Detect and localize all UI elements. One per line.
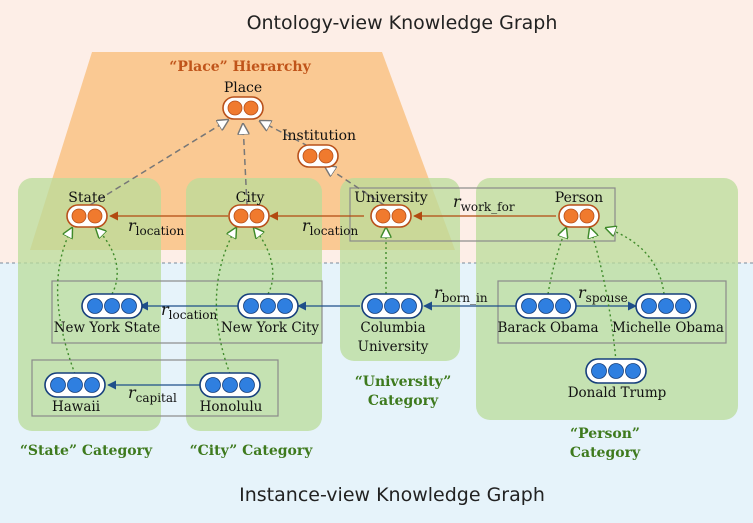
node-honolulu (199, 372, 261, 398)
label-honolulu: Honolulu (200, 399, 263, 415)
relation-label-born-in: rborn_in (434, 283, 488, 305)
label-new-york-state: New York State (54, 320, 161, 336)
edge-institution-place (260, 121, 309, 147)
label-place: Place (224, 80, 262, 96)
node-hawaii (44, 372, 106, 398)
relation-label-location-ontology-left: rlocation (128, 216, 184, 238)
label-michelle-obama: Michelle Obama (612, 320, 724, 336)
node-university (370, 204, 412, 228)
edge-barack-person (547, 228, 566, 295)
edge-city-place (243, 124, 247, 206)
relation-label-spouse: rspouse (578, 283, 628, 305)
node-new-york-city (237, 293, 299, 319)
relation-label-work-for: rwork_for (453, 192, 515, 214)
relation-label-capital: rcapital (128, 383, 177, 405)
node-state (66, 204, 108, 228)
edge-state-place (89, 120, 228, 206)
group-box-ontology-work-for (349, 187, 616, 242)
node-columbia-university (361, 293, 423, 319)
node-michelle-obama (635, 293, 697, 319)
label-state: State (68, 190, 105, 206)
node-institution (297, 144, 339, 168)
instance-view-title: Instance-view Knowledge Graph (239, 484, 545, 506)
relation-label-location-ontology-right: rlocation (302, 216, 358, 238)
person-category-label-line1: “Person” (570, 426, 640, 442)
edge-trump-person (590, 228, 617, 362)
ontology-view-title: Ontology-view Knowledge Graph (247, 12, 558, 34)
label-city: City (236, 190, 265, 206)
instance-relation-edges (107, 301, 637, 390)
node-place (222, 96, 264, 120)
label-new-york-city: New York City (221, 320, 320, 336)
instance-of-edges (56, 228, 665, 375)
group-box-hawaii (31, 359, 279, 417)
label-university: University (354, 190, 427, 206)
node-barack-obama (515, 293, 577, 319)
label-hawaii: Hawaii (52, 399, 101, 415)
label-columbia-line1: Columbia (360, 320, 425, 336)
university-category-label-line2: Category (368, 393, 439, 409)
edge-university-institution (325, 166, 385, 206)
label-columbia-line2: University (358, 339, 429, 355)
subclass-edges (89, 120, 385, 206)
label-institution: Institution (282, 128, 356, 144)
city-category-label: “City” Category (190, 443, 314, 459)
place-hierarchy-label: “Place” Hierarchy (169, 59, 311, 75)
node-new-york-state (81, 293, 143, 319)
person-category-region (476, 178, 738, 420)
state-category-label: “State” Category (20, 443, 153, 459)
person-category-label-line2: Category (570, 445, 641, 461)
university-category-label-line1: “University” (355, 374, 452, 390)
node-donald-trump (585, 358, 647, 384)
group-box-obama (497, 280, 727, 344)
label-donald-trump: Donald Trump (568, 385, 667, 401)
node-city (228, 204, 270, 228)
group-box-new-york (51, 280, 323, 344)
edge-nyc-city (254, 228, 274, 295)
label-person: Person (555, 190, 603, 206)
node-person (558, 204, 600, 228)
label-barack-obama: Barack Obama (497, 320, 598, 336)
relation-label-location-instance: rlocation (161, 300, 217, 322)
edge-nys-state (96, 228, 118, 295)
